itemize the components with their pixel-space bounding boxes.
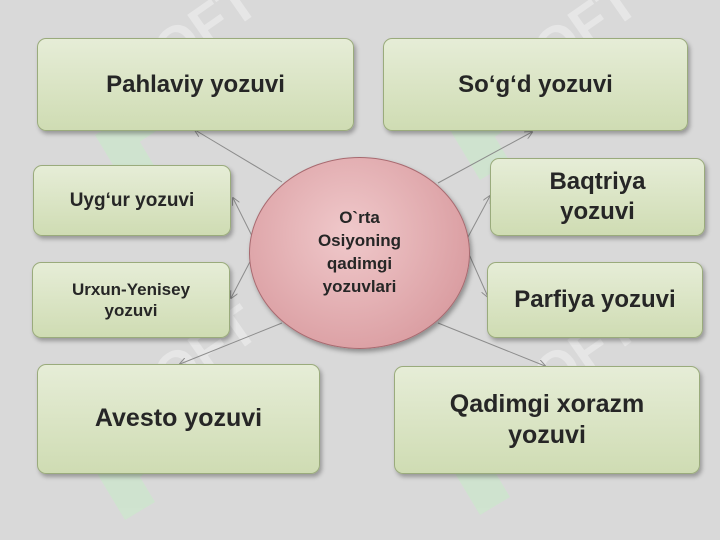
arrow-to-sogd (437, 132, 532, 184)
node-avesto: Avesto yozuvi (37, 364, 320, 474)
central-topic-ellipse: O`rta Osiyoning qadimgi yozuvlari (249, 157, 470, 349)
node-sogd-label: So‘g‘d yozuvi (458, 70, 613, 98)
arrow-to-parfiya (467, 251, 488, 297)
node-xorazm: Qadimgi xorazm yozuvi (394, 366, 700, 474)
node-baqtriya-label: Baqtriya yozuvi (549, 168, 646, 225)
node-uygur: Uyg‘ur yozuvi (33, 165, 231, 236)
node-sogd: So‘g‘d yozuvi (383, 38, 688, 131)
arrow-to-pahlaviy (195, 130, 283, 183)
node-parfiya-label: Parfiya yozuvi (514, 286, 676, 313)
central-topic-label: O`rta Osiyoning qadimgi yozuvlari (317, 208, 402, 296)
node-uygur-label: Uyg‘ur yozuvi (69, 189, 195, 211)
arrow-to-uygur (233, 198, 254, 239)
node-urxun: Urxun-Yenisey yozuvi (32, 262, 230, 338)
node-pahlaviy: Pahlaviy yozuvi (37, 38, 354, 131)
node-baqtriya: Baqtriya yozuvi (490, 158, 705, 236)
node-urxun-label: Urxun-Yenisey yozuvi (71, 279, 191, 320)
node-xorazm-label: Qadimgi xorazm yozuvi (449, 389, 645, 449)
arrow-to-avesto (180, 322, 283, 364)
arrow-to-baqtriya (467, 196, 490, 238)
node-avesto-label: Avesto yozuvi (94, 404, 263, 433)
node-parfiya: Parfiya yozuvi (487, 262, 703, 338)
arrow-to-xorazm (437, 322, 545, 366)
node-pahlaviy-label: Pahlaviy yozuvi (106, 70, 285, 98)
